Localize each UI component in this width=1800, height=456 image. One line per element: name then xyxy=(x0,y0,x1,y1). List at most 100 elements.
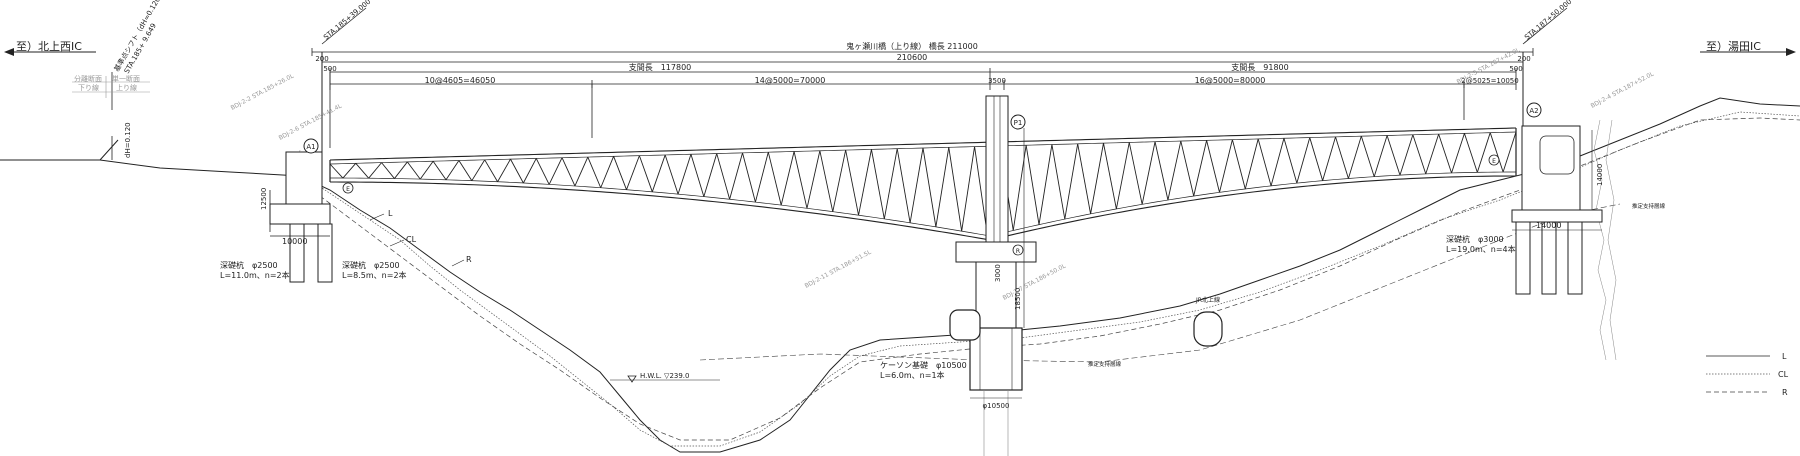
bottom-chord-inner xyxy=(1313,180,1321,182)
bottom-chord-inner xyxy=(1103,209,1111,212)
dim-span-left: 支間長 117800 xyxy=(629,62,692,72)
bottom-chord xyxy=(1265,189,1273,192)
bottom-chord xyxy=(959,234,967,237)
bottom-chord xyxy=(1145,206,1153,209)
bottom-chord-inner xyxy=(1025,225,1033,228)
diagonal-member xyxy=(974,146,988,236)
bottom-chord xyxy=(1151,205,1159,208)
diagonal-member xyxy=(883,148,898,219)
diagonal-member xyxy=(754,152,769,203)
dim-left-200: 200 xyxy=(315,55,328,63)
bottom-chord-inner xyxy=(671,193,679,195)
bottom-chord xyxy=(1211,195,1219,198)
bottom-chord-inner xyxy=(833,211,841,213)
sta-left-label: STA.185+39.000 xyxy=(322,0,372,42)
diagonal-member xyxy=(845,149,859,216)
bottom-chord xyxy=(977,237,985,240)
a1-outer-pile-title: 深礎杭 φ2500 xyxy=(220,260,278,270)
boring-label: BDJ-2-11 STA.186+51.5L xyxy=(804,248,873,289)
bottom-chord-inner xyxy=(923,224,931,227)
diagonal-member xyxy=(677,154,692,195)
bottom-chord-inner xyxy=(1229,189,1237,192)
diagonal-member xyxy=(1128,142,1143,205)
bottom-chord xyxy=(659,195,667,198)
bottom-chord-inner xyxy=(887,219,895,221)
bottom-chord-inner xyxy=(1331,178,1339,181)
diagonal-member xyxy=(1373,135,1388,177)
bottom-chord xyxy=(899,224,907,227)
water-level-label: H.W.L. ▽239.0 xyxy=(640,372,689,380)
bottom-chord xyxy=(935,230,943,233)
legend: L CL R xyxy=(1706,352,1789,397)
p1-height-dim: 18500 xyxy=(1014,288,1022,310)
direction-left-label: 至）北上西IC xyxy=(16,40,82,53)
bottom-chord-inner xyxy=(743,200,751,202)
bottom-chord xyxy=(1283,187,1291,189)
bottom-chord-inner xyxy=(1097,210,1105,213)
diagonal-member xyxy=(1103,143,1117,210)
bottom-chord-inner xyxy=(821,209,829,212)
bottom-chord xyxy=(1067,220,1075,223)
bottom-chord xyxy=(1133,208,1141,211)
section-up: 上り線 xyxy=(116,83,137,92)
bottom-chord xyxy=(1199,197,1207,200)
bottom-chord-inner xyxy=(1079,214,1087,217)
bottom-chord xyxy=(1187,199,1195,202)
caisson-title: ケーソン基礎 φ10500 xyxy=(880,360,967,370)
bottom-chord-inner xyxy=(1217,191,1225,193)
bottom-chord xyxy=(1241,192,1249,194)
bottom-chord-inner xyxy=(797,206,805,209)
diagonal-member xyxy=(1425,133,1440,175)
diagonal-member xyxy=(1231,139,1246,190)
bottom-chord xyxy=(791,209,799,212)
diagonal-member xyxy=(1347,136,1362,179)
bottom-chord-inner xyxy=(1307,181,1315,183)
bottom-chord xyxy=(731,202,739,205)
diagonal-member xyxy=(432,160,447,181)
bottom-chord-inner xyxy=(1181,196,1189,199)
bottom-chord xyxy=(743,204,751,207)
diagonal-member xyxy=(1141,141,1156,205)
bottom-chord xyxy=(1031,228,1039,231)
bottom-chord xyxy=(1019,231,1027,234)
bottom-chord xyxy=(647,194,655,197)
bottom-chord-inner xyxy=(1253,186,1261,189)
bottom-chord xyxy=(905,225,913,228)
bottom-chord xyxy=(641,194,649,197)
diagonal-member xyxy=(780,151,795,206)
bottom-chord xyxy=(857,218,865,221)
bottom-chord xyxy=(815,212,823,215)
bottom-chord xyxy=(1289,186,1297,189)
r-tag: R xyxy=(1016,248,1020,255)
bottom-chord-inner xyxy=(791,206,799,208)
diagonal-member xyxy=(484,159,498,182)
diagonal-member xyxy=(1309,137,1324,181)
support-note-label: 推定支持層線 xyxy=(1088,360,1122,368)
bottom-chord xyxy=(671,197,679,199)
diagonal-member xyxy=(587,156,602,188)
bottom-chord xyxy=(1007,233,1015,237)
bottom-chord xyxy=(971,236,979,239)
bottom-chord xyxy=(1253,190,1261,193)
legend-cl: CL xyxy=(1778,370,1789,379)
bottom-chord xyxy=(689,198,697,201)
bottom-chord xyxy=(1049,224,1057,227)
bottom-chord-inner xyxy=(881,218,889,220)
bottom-chord-inner xyxy=(1157,200,1165,202)
diagonal-member xyxy=(703,153,718,197)
bottom-chord xyxy=(1157,204,1165,207)
bottom-chord-inner xyxy=(899,220,907,223)
truss-girder xyxy=(329,127,1517,241)
diagonal-member xyxy=(522,158,537,184)
diagonal-member xyxy=(832,149,847,212)
bottom-chord-inner xyxy=(731,199,739,201)
bottom-chord xyxy=(779,208,787,211)
bottom-chord-inner xyxy=(1145,202,1153,205)
bottom-chord-inner xyxy=(809,208,817,210)
sta-left-flag: STA.185+39.000 xyxy=(321,0,372,160)
diagonal-member xyxy=(1476,132,1491,173)
bottom-chord xyxy=(761,206,769,209)
bottom-chord xyxy=(1121,210,1129,213)
diagonal-member xyxy=(1386,135,1401,176)
